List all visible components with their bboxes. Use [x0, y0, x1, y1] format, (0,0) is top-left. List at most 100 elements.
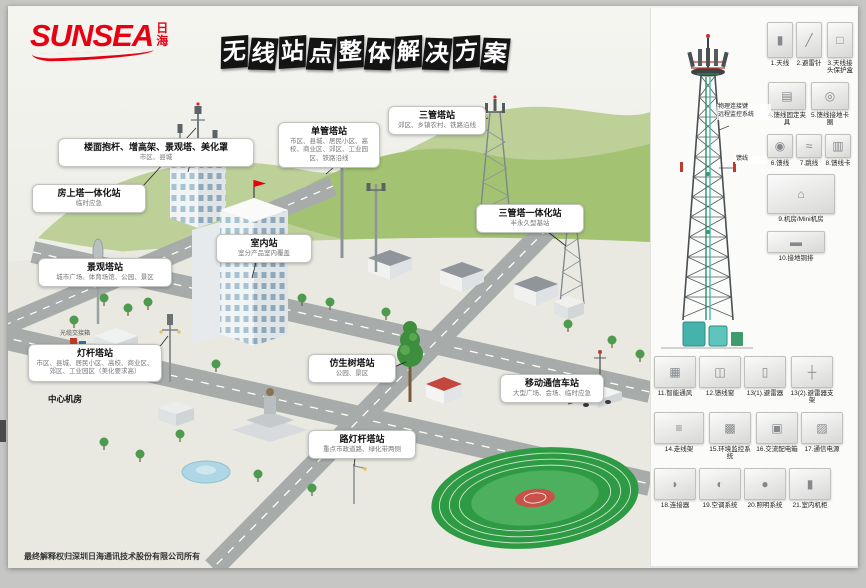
brand-name: SUNSEA — [30, 18, 154, 53]
brand-logo: SUNSEA 日海 — [30, 20, 169, 51]
component-item: ┼13(2).避雷器支架 — [789, 356, 835, 405]
component-item: ▨17.通信电源 — [801, 411, 843, 453]
component-caption: 3.天线接头保护盒 — [827, 60, 853, 75]
callout-desc: 市区、县城、居民小区、高校、商业区、郊区、工业园区（美化要求高） — [36, 359, 154, 376]
callout-desc: 临时应急 — [76, 199, 102, 207]
callout-title: 路灯杆塔站 — [339, 434, 385, 444]
component-row: ▮1.天线╱ 2.避雷针 □ 3.天线接头保护盒 — [767, 22, 857, 75]
component-photo: ▬ — [767, 230, 825, 253]
component-item: ≈7.跳线 — [796, 133, 822, 167]
component-item: ▤4.馈线固定夹具 — [767, 81, 807, 127]
component-caption: 10.接地铜排 — [778, 254, 814, 262]
component-photo: ▯ — [744, 356, 786, 388]
component-item: ▦11.智能通风 — [654, 356, 696, 397]
component-photo: ⌂ — [767, 174, 835, 215]
component-row: ≡14.走线架▩15.环境监控系统▣16.交流配电箱▨17.通信电源 — [654, 411, 854, 461]
component-caption: 14.走线架 — [664, 445, 694, 453]
component-item: ▯13(1).避雷器 — [744, 356, 786, 397]
component-row: ▤4.馈线固定夹具◎5.馈线接地卡圈 — [767, 81, 857, 127]
component-photo: □ — [827, 22, 853, 58]
page-title: 无线站点整体解决方案 — [220, 34, 511, 71]
brand-name-cn: 日海 — [156, 21, 169, 49]
title-char: 解 — [394, 34, 423, 70]
component-caption: 17.通信电源 — [804, 445, 840, 453]
component-caption: 16.交流配电箱 — [756, 445, 798, 453]
component-grid: ▦11.智能通风◫ 12.馈线窗 ▯13(1).避雷器┼13(2).避雷器支架 ≡1… — [654, 356, 854, 516]
pond — [181, 460, 231, 484]
callout-desc: 重点市政道路、绿化带两侧 — [323, 445, 401, 453]
solution-panel: 物理连接键 远程监控系统 馈线 ▮1.天线╱2.避雷针□3.天线接头保护盒 ▤4… — [650, 8, 857, 566]
monument — [232, 388, 308, 442]
component-caption: 13(2).避雷器支架 — [790, 390, 834, 405]
callout-landscape-tower: 景观塔站 城市广场、体育场馆、公园、景区 — [38, 258, 172, 288]
street-lamp-pole — [353, 464, 367, 504]
callout-title: 中心机房 — [48, 394, 83, 404]
callout-desc: 室分产品室内覆盖 — [238, 249, 290, 257]
annotation-monitor: 远程监控系统 — [718, 111, 755, 118]
callout-street-lamp-tower: 路灯杆塔站 重点市政道路、绿化带两侧 — [308, 430, 416, 460]
component-item: ◫ 12.馈线窗 — [699, 356, 741, 397]
title-char: 站 — [278, 34, 307, 70]
component-row: ◉6.馈线≈7.跳线▥8.馈线卡 — [767, 133, 857, 167]
component-caption: 7.跳线 — [799, 159, 819, 167]
component-caption: 8.馈线卡 — [825, 159, 851, 167]
component-photo: ▦ — [654, 356, 696, 388]
title-char: 整 — [336, 34, 365, 70]
component-photo: ◐ — [699, 467, 741, 500]
callout-title: 移动通信车站 — [524, 378, 579, 388]
callout-desc: 郊区、乡镇农村、铁路沿线 — [398, 121, 476, 129]
component-photo: ▩ — [709, 411, 751, 444]
callout-title: 三管塔站 — [418, 110, 455, 120]
title-char: 决 — [421, 37, 453, 71]
component-item: ◎5.馈线接地卡圈 — [810, 81, 850, 127]
component-photo: ╱ — [796, 22, 822, 58]
tower-annotation-remote: 物理连接键 远程监控系统 — [717, 104, 771, 120]
callout-title: 仿生树塔站 — [329, 358, 375, 368]
callout-lamp-pole-tower: 灯杆塔站 市区、县城、居民小区、高校、商业区、郊区、工业园区（美化要求高） — [28, 344, 162, 382]
component-caption: 1.天线 — [770, 60, 790, 67]
lamp-pole-tower — [159, 314, 181, 382]
component-item: ◉6.馈线 — [767, 133, 793, 167]
component-photo: ▥ — [825, 133, 851, 158]
callout-roof-tower: 房上塔一体化站 临时应急 — [32, 184, 146, 214]
callout-indoor-site: 室内站 室分产品室内覆盖 — [216, 234, 312, 264]
component-item: ⌂9.机房/Mini机房 — [767, 174, 835, 223]
component-photo: ▣ — [756, 411, 798, 444]
tri-tube-tower — [479, 95, 511, 219]
component-item: ▮1.天线 — [767, 22, 793, 67]
callout-bio-tree-tower: 仿生树塔站 公园、景区 — [308, 354, 396, 384]
component-item: ▬10.接地铜排 — [767, 230, 825, 262]
component-caption: 2.避雷针 — [796, 60, 822, 67]
component-caption: 5.馈线接地卡圈 — [811, 111, 849, 127]
callout-desc: 大型广场、会场、临时应急 — [513, 389, 591, 397]
component-photo: ◫ — [699, 356, 741, 388]
component-item: ▣16.交流配电箱 — [756, 411, 798, 453]
callout-desc: 城市广场、体育场馆、公园、景区 — [56, 273, 154, 281]
component-row: ▬10.接地铜排 — [767, 230, 857, 262]
component-photo: ▮ — [789, 467, 831, 500]
title-char: 案 — [479, 37, 511, 71]
callout-title: 楼面抱杆、增高架、景观塔、美化罩 — [83, 142, 228, 152]
component-photo: ◉ — [767, 133, 793, 158]
callout-title: 景观塔站 — [86, 262, 123, 272]
component-row: ⌂9.机房/Mini机房 — [767, 174, 857, 223]
monopole-tower — [331, 151, 386, 272]
component-caption: 4.馈线固定夹具 — [768, 111, 806, 127]
component-photo: ● — [744, 467, 786, 500]
component-caption: 6.馈线 — [770, 159, 790, 167]
edge-artifact — [0, 420, 6, 442]
component-photo: ◗ — [654, 467, 696, 500]
callout-title: 单管塔站 — [310, 126, 347, 136]
callout-tri-tube-tower: 三管塔站 郊区、乡镇农村、铁路沿线 — [388, 106, 486, 136]
annotation-feeder: 馈线 — [736, 156, 749, 162]
component-item: ▩15.环境监控系统 — [707, 411, 753, 461]
component-photo: ≈ — [796, 133, 822, 158]
callout-center-room: 中心机房 — [48, 394, 82, 404]
component-item: ▥8.馈线卡 — [825, 133, 851, 167]
component-item: ≡14.走线架 — [654, 411, 704, 453]
callout-title: 房上塔一体化站 — [57, 188, 121, 198]
component-caption: 12.馈线窗 — [705, 390, 735, 397]
title-char: 线 — [247, 37, 279, 71]
annotation-link: 物理连接键 — [718, 104, 749, 110]
